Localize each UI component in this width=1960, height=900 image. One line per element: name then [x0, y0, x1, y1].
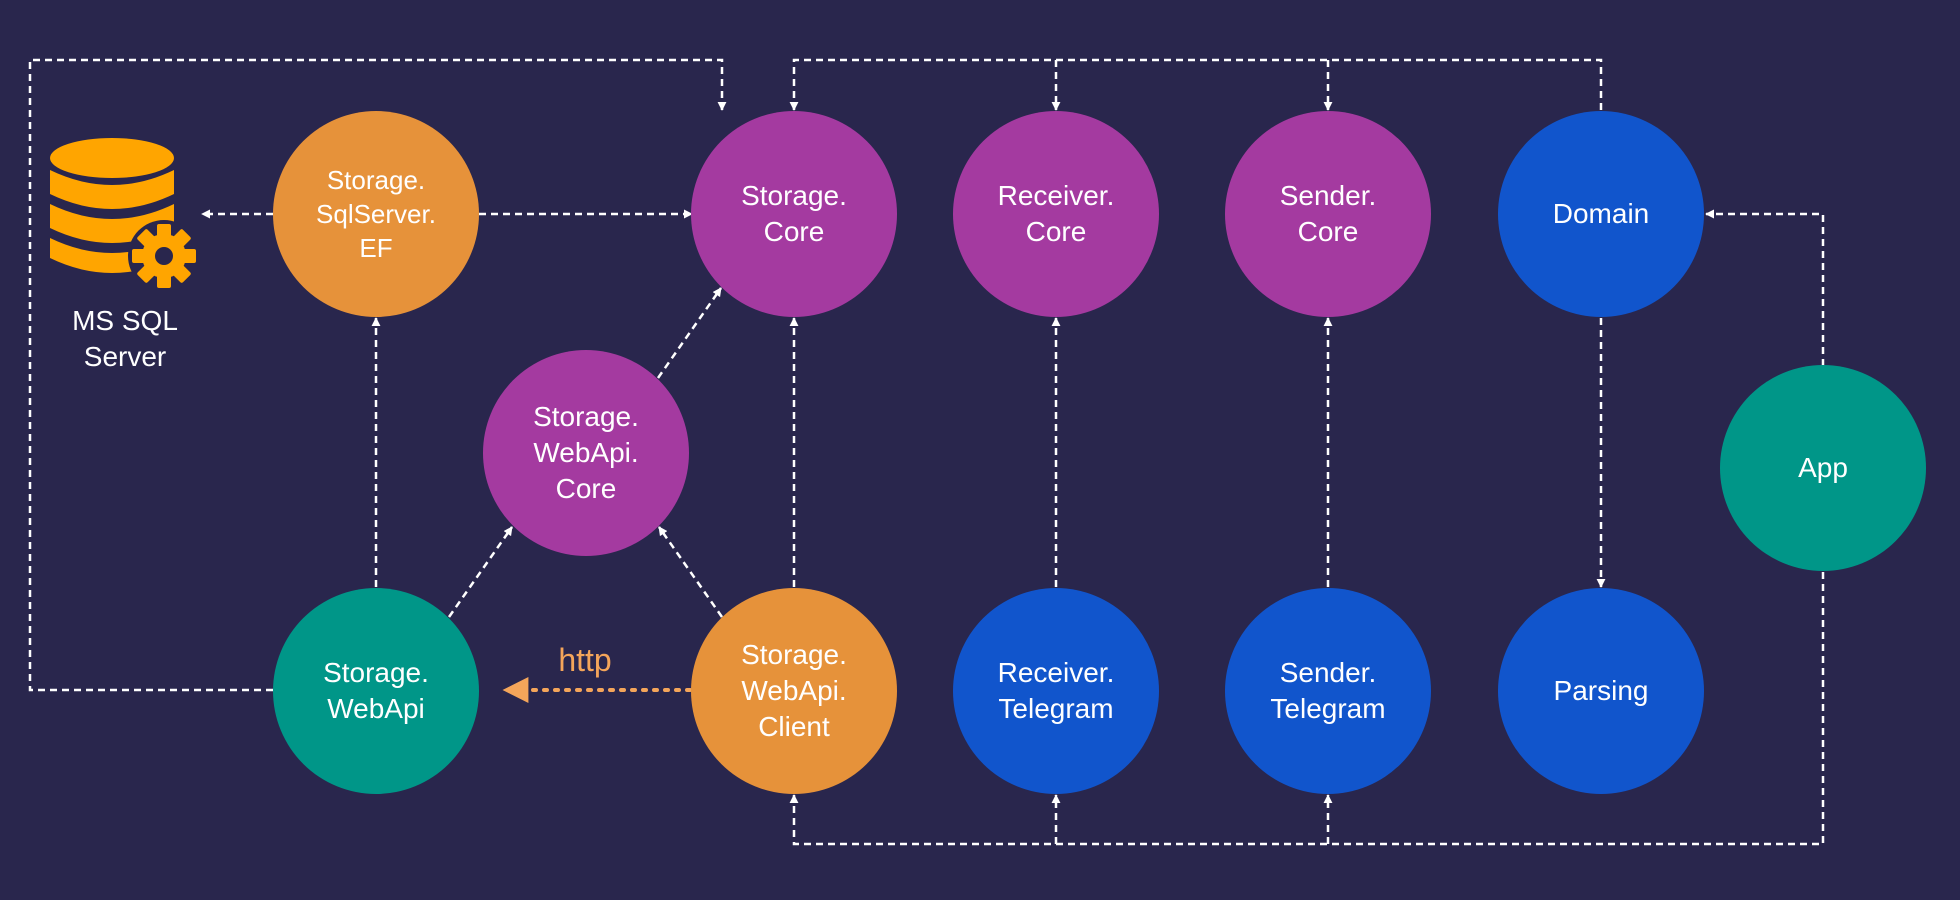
node-receiver-core[interactable]: Receiver. Core [953, 111, 1159, 317]
node-storage-webapi-core[interactable]: Storage. WebApi. Core [483, 350, 689, 556]
node-parsing[interactable]: Parsing [1498, 588, 1704, 794]
node-domain[interactable]: Domain [1498, 111, 1704, 317]
edge-webapi-core-to-storage-core [656, 287, 723, 379]
node-label-line: Sender. [1279, 180, 1377, 211]
node-storage-sqlserver-ef[interactable]: Storage. SqlServer. EF [273, 111, 479, 317]
node-label-line: Telegram [1270, 693, 1386, 724]
node-label-line: EF [359, 233, 393, 263]
node-label-line: Storage. [326, 165, 426, 195]
node-label-line: Core [763, 216, 825, 247]
http-edge-label: http [558, 642, 612, 678]
node-label-line: Receiver. [997, 180, 1115, 211]
node-label-line: Parsing [1553, 675, 1649, 706]
node-sender-core[interactable]: Sender. Core [1225, 111, 1431, 317]
node-label-line: Client [758, 711, 830, 742]
node-storage-core[interactable]: Storage. Core [691, 111, 897, 317]
node-label-line: Core [1025, 216, 1087, 247]
node-storage-webapi-client[interactable]: Storage. WebApi. Client [691, 588, 897, 794]
node-label-line: Storage. [323, 657, 429, 688]
node-receiver-telegram[interactable]: Receiver. Telegram [953, 588, 1159, 794]
node-label-line: Storage. [741, 180, 847, 211]
node-label-line: Core [555, 473, 617, 504]
node-label-line: WebApi. [533, 437, 639, 468]
edge-app-bottom-bus [789, 572, 1825, 846]
node-label-line: Telegram [998, 693, 1114, 724]
edge-client-to-webapi-core [657, 526, 724, 618]
node-storage-webapi[interactable]: Storage. WebApi [273, 588, 479, 794]
node-label-line: Storage. [741, 639, 847, 670]
node-label-line: Storage. [533, 401, 639, 432]
database-gear-icon [50, 138, 200, 290]
node-app[interactable]: App [1720, 365, 1926, 571]
node-label-line: Core [1297, 216, 1359, 247]
database-label: MS SQL Server [50, 303, 200, 375]
edge-domain-bus [789, 58, 1603, 111]
node-label-line: App [1798, 452, 1848, 483]
node-sender-telegram[interactable]: Sender. Telegram [1225, 588, 1431, 794]
node-label-line: WebApi. [741, 675, 847, 706]
node-label-line: Domain [1552, 198, 1650, 229]
node-label-line: SqlServer. [316, 199, 436, 229]
edge-webapi-to-webapi-core [447, 526, 514, 618]
database-label-line: Server [83, 341, 167, 372]
node-label-line: Receiver. [997, 657, 1115, 688]
database-label-line: MS SQL [72, 305, 178, 336]
edge-webapi-to-storage-core [28, 58, 727, 692]
edge-app-to-domain [1705, 209, 1825, 366]
node-label-line: WebApi [327, 693, 425, 724]
node-label-line: Sender. [1279, 657, 1377, 688]
